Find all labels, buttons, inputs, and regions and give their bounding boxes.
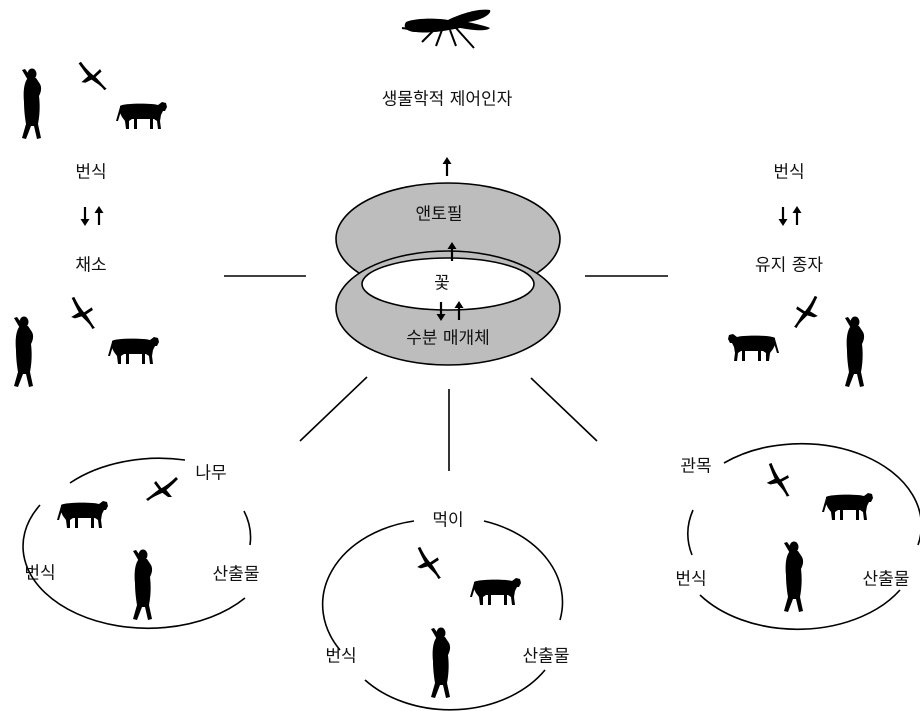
arrow-down-icon bbox=[779, 207, 788, 226]
bird-icon bbox=[760, 462, 799, 497]
circle-middle-left-label: 번식 bbox=[325, 649, 356, 666]
cow-icon bbox=[57, 501, 108, 528]
cow-icon bbox=[116, 102, 167, 129]
connector-lower-left bbox=[300, 377, 367, 441]
arrow-up-icon bbox=[793, 206, 802, 225]
right-bottom-label: 유지 종자 bbox=[755, 258, 823, 275]
circle-right-right-label: 산출물 bbox=[863, 572, 910, 589]
wasp-icon bbox=[402, 10, 490, 48]
circle-middle bbox=[323, 521, 563, 710]
circle-middle-right-label: 산출물 bbox=[523, 649, 570, 666]
arrow-down-icon bbox=[81, 207, 90, 226]
bird-icon bbox=[64, 296, 102, 329]
cow-icon bbox=[822, 493, 873, 520]
cow-icon bbox=[108, 337, 159, 364]
woman-icon bbox=[784, 542, 803, 613]
cow-icon bbox=[728, 334, 779, 361]
bird-icon bbox=[146, 477, 178, 501]
circle-left-left-label: 번식 bbox=[24, 566, 55, 583]
connector-lower-right bbox=[531, 378, 597, 441]
circle-left bbox=[23, 458, 251, 628]
circle-right bbox=[688, 444, 920, 630]
pollinator-label: 수분 매개체 bbox=[406, 331, 490, 348]
left-bottom-label: 채소 bbox=[75, 258, 106, 275]
bird-icon bbox=[75, 61, 111, 90]
woman-icon bbox=[14, 317, 33, 388]
right-top-label: 번식 bbox=[773, 165, 804, 182]
arrow-up-icon bbox=[95, 206, 104, 225]
woman-icon bbox=[845, 317, 864, 388]
arrow-up-icon bbox=[443, 157, 452, 176]
anthophile-label: 앤토필 bbox=[416, 207, 463, 224]
circle-right-top-label: 관목 bbox=[680, 459, 711, 476]
circle-left-right-label: 산출물 bbox=[213, 567, 260, 584]
woman-icon bbox=[431, 628, 450, 699]
circle-middle-top-label: 먹이 bbox=[432, 513, 463, 530]
woman-icon bbox=[133, 550, 152, 621]
bird-icon bbox=[787, 295, 825, 328]
biocontrol-label: 생물학적 제어인자 bbox=[382, 92, 513, 109]
circle-right-left-label: 번식 bbox=[675, 572, 706, 589]
bird-icon bbox=[410, 546, 448, 579]
left-top-label: 번식 bbox=[75, 165, 106, 182]
cow-icon bbox=[470, 578, 521, 605]
circle-left-top-label: 나무 bbox=[195, 466, 226, 483]
flower-label: 꽃 bbox=[434, 276, 450, 293]
woman-icon bbox=[22, 69, 41, 140]
